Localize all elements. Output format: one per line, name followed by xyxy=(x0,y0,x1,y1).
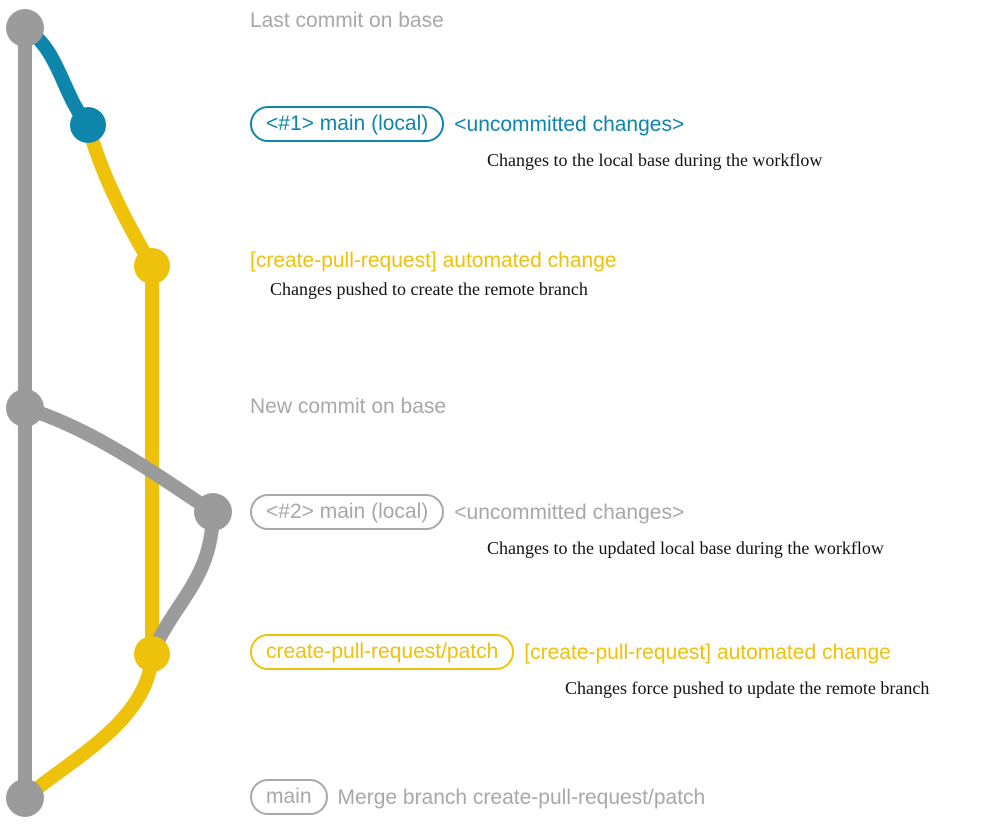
branch-badge-main-local-2[interactable]: <#2> main (local) xyxy=(250,494,445,530)
commit-description: Changes to the local base during the wor… xyxy=(487,150,823,170)
commit-description: Changes force pushed to update the remot… xyxy=(565,678,930,698)
graph-edge-yellow-from-teal xyxy=(81,118,159,273)
commit-row-merge-commit: main Merge branch create-pull-request/pa… xyxy=(250,779,981,815)
commit-subject: New commit on base xyxy=(250,395,447,418)
graph-edge-base-to-fork xyxy=(18,401,220,519)
graph-edge-fork-to-yellow xyxy=(145,505,220,661)
commit-row-head: Last commit on base xyxy=(250,10,981,31)
commit-row-head: main Merge branch create-pull-request/pa… xyxy=(250,779,981,815)
commit-row-head: create-pull-request/patch [create-pull-r… xyxy=(250,634,981,670)
commit-node-local-commit-2[interactable] xyxy=(194,493,232,531)
commit-node-new-commit-on-base[interactable] xyxy=(6,389,44,427)
branch-badge-main-local-1[interactable]: <#1> main (local) xyxy=(250,106,445,142)
commit-row-local-commit-1: <#1> main (local) <uncommitted changes> … xyxy=(250,106,981,171)
commit-subject: <uncommitted changes> xyxy=(454,112,685,136)
commit-subject: Merge branch create-pull-request/patch xyxy=(337,785,706,809)
branch-badge-main[interactable]: main xyxy=(250,779,328,815)
commit-subject: [create-pull-request] automated change xyxy=(524,640,891,664)
commit-graph xyxy=(6,9,232,817)
commit-description: Changes pushed to create the remote bran… xyxy=(270,279,588,299)
commit-description: Changes to the updated local base during… xyxy=(487,538,884,558)
commit-row-local-commit-2: <#2> main (local) <uncommitted changes> … xyxy=(250,494,981,559)
graph-edges xyxy=(18,21,220,805)
commit-subject: Last commit on base xyxy=(250,9,444,32)
commit-subject: [create-pull-request] automated change xyxy=(250,249,617,272)
commit-node-automated-change-2[interactable] xyxy=(134,636,170,672)
commit-row-head: [create-pull-request] automated change xyxy=(250,250,981,271)
graph-nodes xyxy=(6,9,232,817)
branch-badge-create-pull-request-patch[interactable]: create-pull-request/patch xyxy=(250,634,515,670)
commit-row-last-commit-on-base: Last commit on base xyxy=(250,10,981,31)
commit-node-last-commit-on-base[interactable] xyxy=(6,9,44,47)
graph-edge-yellow-to-merge xyxy=(18,647,159,805)
commit-row-new-commit-on-base: New commit on base xyxy=(250,396,981,417)
commit-node-merge-commit-main[interactable] xyxy=(6,779,44,817)
commit-row-head: <#2> main (local) <uncommitted changes> xyxy=(250,494,981,530)
commit-row-automated-change-2: create-pull-request/patch [create-pull-r… xyxy=(250,634,981,699)
commit-node-local-commit-1[interactable] xyxy=(70,107,106,143)
commit-node-automated-change-1[interactable] xyxy=(134,248,170,284)
commit-row-head: New commit on base xyxy=(250,396,981,417)
commit-subject: <uncommitted changes> xyxy=(454,500,685,524)
commit-row-head: <#1> main (local) <uncommitted changes> xyxy=(250,106,981,142)
commit-row-automated-change-1: [create-pull-request] automated change C… xyxy=(250,250,981,300)
